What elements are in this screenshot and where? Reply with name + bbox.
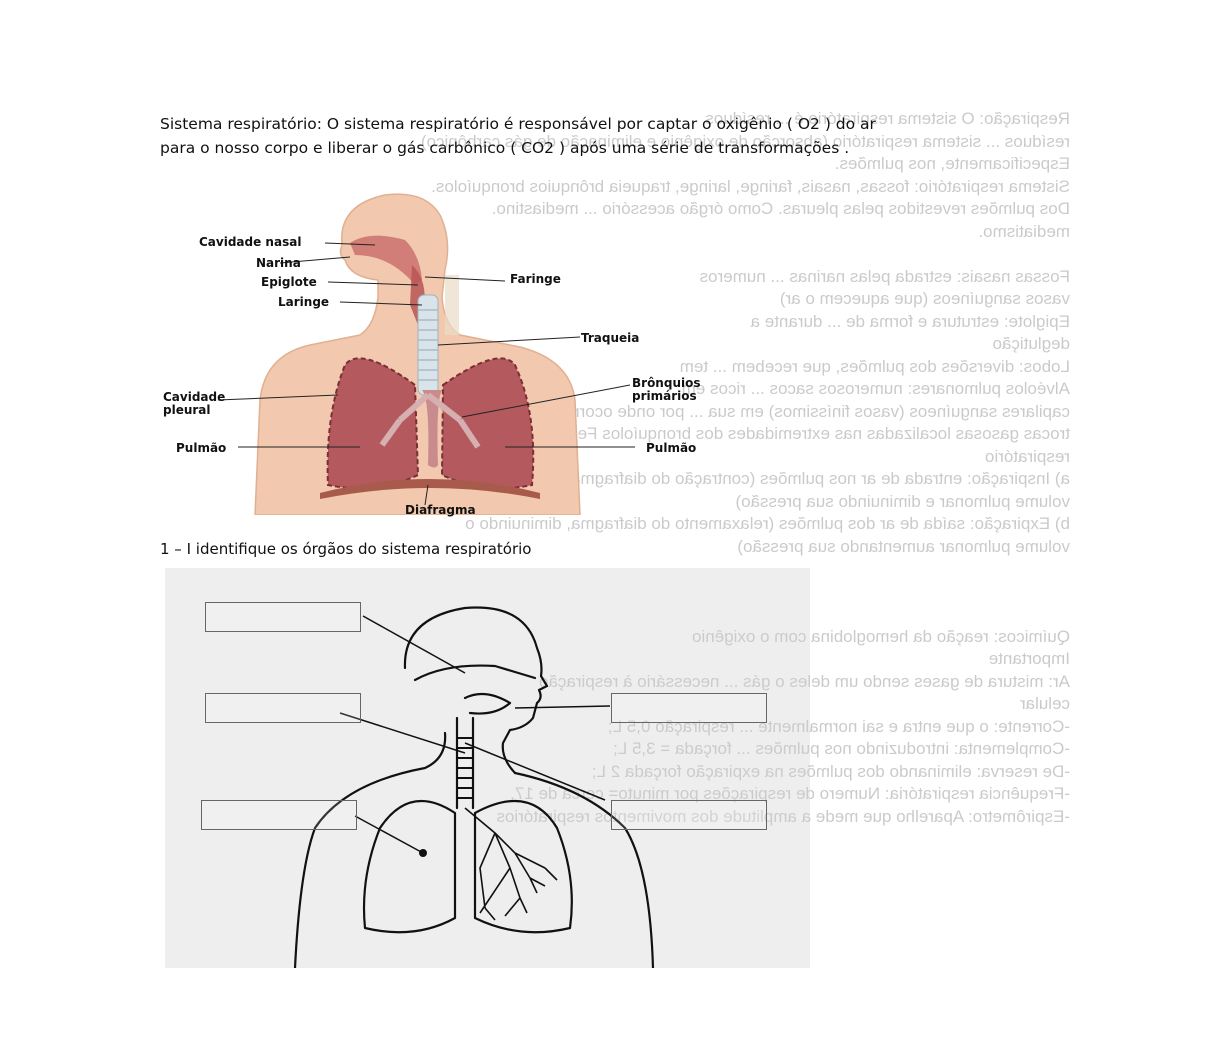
- answer-box-3[interactable]: [611, 693, 767, 723]
- answer-box-1[interactable]: [205, 602, 361, 632]
- label-faringe: Faringe: [510, 273, 561, 286]
- intro-paragraph: Sistema respiratório: O sistema respirat…: [160, 112, 1040, 160]
- bleed-line: b) Expiração: saída de ar dos pulmões (r…: [150, 513, 1070, 536]
- answer-box-5[interactable]: [611, 800, 767, 830]
- label-cavidade-pleural: Cavidade pleural: [163, 391, 225, 417]
- label-diafragma: Diafragma: [405, 504, 476, 517]
- label-pulmao-right: Pulmão: [646, 442, 696, 455]
- bronchial-tree: [465, 808, 557, 920]
- left-lung-shape: [328, 358, 418, 488]
- label-bronquios-line2: primários: [632, 390, 700, 403]
- label-cavidade-nasal: Cavidade nasal: [199, 236, 301, 249]
- intro-line-1: Sistema respiratório: O sistema respirat…: [160, 112, 1040, 136]
- label-laringe: Laringe: [278, 296, 329, 309]
- intro-line-2: para o nosso corpo e liberar o gás carbô…: [160, 136, 1040, 160]
- label-pulmao-left: Pulmão: [176, 442, 226, 455]
- right-lung-shape: [442, 358, 533, 488]
- answer-box-4[interactable]: [201, 800, 357, 830]
- label-traqueia: Traqueia: [581, 332, 639, 345]
- label-epiglote: Epiglote: [261, 276, 317, 289]
- label-bronquios: Brônquios primários: [632, 377, 700, 403]
- left-lung-outline: [364, 801, 455, 932]
- question-1: 1 – I identifique os órgãos do sistema r…: [160, 540, 531, 558]
- answer-box-2[interactable]: [205, 693, 361, 723]
- label-narina: Narina: [256, 257, 301, 270]
- label-cavidade-pleural-line2: pleural: [163, 404, 225, 417]
